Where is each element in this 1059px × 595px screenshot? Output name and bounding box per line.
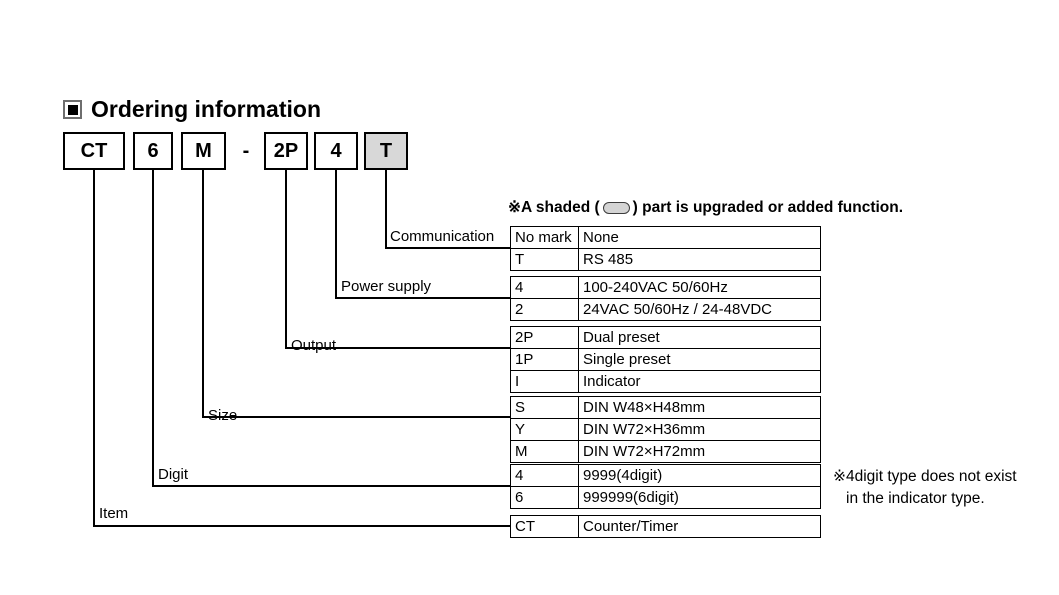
digit-type-note: ※4digit type does not exist in the indic… — [833, 466, 1017, 510]
code-cell: 6 — [510, 486, 579, 509]
connector-digit-vline — [152, 169, 154, 487]
code-cell: S — [510, 396, 579, 419]
code-cell: 1P — [510, 348, 579, 371]
table-row: Y DIN W72×H36mm — [510, 418, 821, 441]
code-cell: 2P — [510, 326, 579, 349]
power-supply-table: 4 100-240VAC 50/60Hz 2 24VAC 50/60Hz / 2… — [510, 276, 821, 321]
connector-communication-hline — [385, 247, 510, 249]
desc-cell: Indicator — [578, 370, 821, 393]
desc-cell: Dual preset — [578, 326, 821, 349]
label-size: Size — [208, 407, 238, 424]
desc-cell: None — [578, 226, 821, 249]
shaded-part-note: ※A shaded ( ) part is upgraded or added … — [508, 198, 903, 217]
code-box-power-supply: 4 — [314, 132, 358, 170]
desc-cell: Single preset — [578, 348, 821, 371]
label-output: Output — [291, 337, 337, 354]
table-row: 4 100-240VAC 50/60Hz — [510, 276, 821, 299]
code-cell: M — [510, 440, 579, 463]
desc-cell: DIN W72×H72mm — [578, 440, 821, 463]
label-power-supply: Power supply — [341, 278, 432, 295]
desc-cell: 9999(4digit) — [578, 464, 821, 487]
code-cell: Y — [510, 418, 579, 441]
code-box-size: M — [181, 132, 226, 170]
digit-note-line2: in the indicator type. — [846, 490, 985, 507]
desc-cell: RS 485 — [578, 248, 821, 271]
code-box-item: CT — [63, 132, 125, 170]
table-row: S DIN W48×H48mm — [510, 396, 821, 419]
desc-cell: DIN W48×H48mm — [578, 396, 821, 419]
connector-digit-hline — [152, 485, 510, 487]
digit-note-line1: ※4digit type does not exist — [833, 468, 1017, 485]
desc-cell: 999999(6digit) — [578, 486, 821, 509]
connector-output-hline — [285, 347, 510, 349]
desc-cell: DIN W72×H36mm — [578, 418, 821, 441]
code-cell: CT — [510, 515, 579, 538]
code-box-output: 2P — [264, 132, 308, 170]
table-row: I Indicator — [510, 370, 821, 393]
table-row: 2P Dual preset — [510, 326, 821, 349]
connector-communication-vline — [385, 169, 387, 249]
label-communication: Communication — [390, 228, 495, 245]
page-title: Ordering information — [63, 96, 321, 123]
code-box-digit: 6 — [133, 132, 173, 170]
code-box-communication: T — [364, 132, 408, 170]
item-table: CT Counter/Timer — [510, 515, 821, 538]
size-table: S DIN W48×H48mm Y DIN W72×H36mm M DIN W7… — [510, 396, 821, 463]
code-separator: - — [242, 139, 250, 162]
page-title-text: Ordering information — [91, 96, 321, 122]
desc-cell: Counter/Timer — [578, 515, 821, 538]
shaded-note-suffix: ) part is upgraded or added function. — [632, 198, 904, 216]
code-cell: 4 — [510, 276, 579, 299]
connector-output-vline — [285, 169, 287, 349]
label-item: Item — [99, 505, 129, 522]
section-bullet-icon — [63, 100, 82, 119]
connector-power-vline — [335, 169, 337, 299]
connector-item-hline — [93, 525, 510, 527]
communication-table: No mark None T RS 485 — [510, 226, 821, 271]
connector-item-vline — [93, 169, 95, 527]
digit-table: 4 9999(4digit) 6 999999(6digit) — [510, 464, 821, 509]
shaded-note-prefix: ※A shaded ( — [508, 199, 600, 216]
code-cell: T — [510, 248, 579, 271]
code-cell: No mark — [510, 226, 579, 249]
connector-size-vline — [202, 169, 204, 418]
shaded-swatch-icon — [602, 201, 630, 214]
table-row: M DIN W72×H72mm — [510, 440, 821, 463]
connector-size-hline — [202, 416, 510, 418]
code-cell: 2 — [510, 298, 579, 321]
code-cell: I — [510, 370, 579, 393]
code-cell: 4 — [510, 464, 579, 487]
desc-cell: 100-240VAC 50/60Hz — [578, 276, 821, 299]
table-row: CT Counter/Timer — [510, 515, 821, 538]
table-row: 1P Single preset — [510, 348, 821, 371]
table-row: 4 9999(4digit) — [510, 464, 821, 487]
desc-cell: 24VAC 50/60Hz / 24-48VDC — [578, 298, 821, 321]
label-digit: Digit — [158, 466, 189, 483]
table-row: T RS 485 — [510, 248, 821, 271]
output-table: 2P Dual preset 1P Single preset I Indica… — [510, 326, 821, 393]
table-row: 2 24VAC 50/60Hz / 24-48VDC — [510, 298, 821, 321]
table-row: No mark None — [510, 226, 821, 249]
table-row: 6 999999(6digit) — [510, 486, 821, 509]
connector-power-hline — [335, 297, 510, 299]
